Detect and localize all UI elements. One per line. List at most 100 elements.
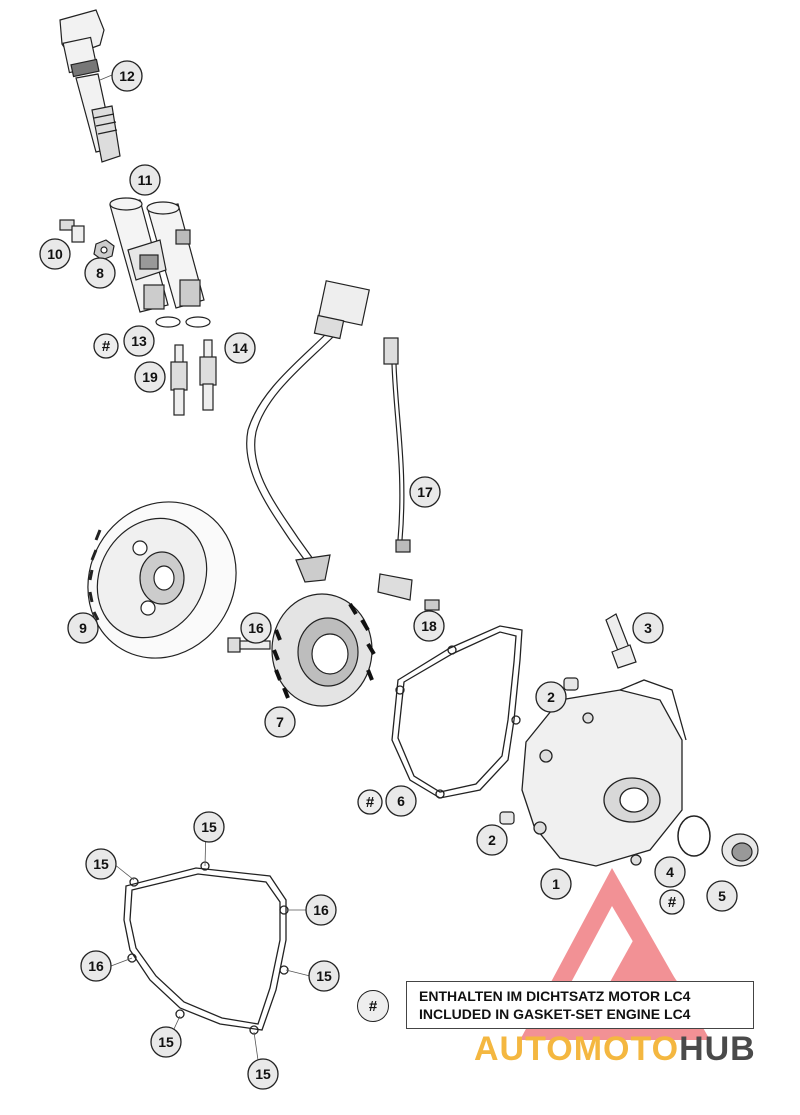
callout-17: 17 bbox=[409, 476, 441, 508]
callout-circle bbox=[632, 612, 664, 644]
callout-label: 13 bbox=[131, 333, 147, 349]
callout-circle bbox=[385, 785, 417, 817]
tab-3-drawing bbox=[605, 613, 637, 669]
callout-label: 5 bbox=[718, 888, 726, 904]
callout-circle bbox=[240, 612, 272, 644]
callout-circle bbox=[654, 856, 686, 888]
callout-circle bbox=[193, 811, 225, 843]
callout-label: 2 bbox=[547, 689, 555, 705]
callout-3: 3 bbox=[632, 612, 664, 644]
callout-circle bbox=[264, 706, 296, 738]
callout-circle bbox=[39, 238, 71, 270]
callout-circle bbox=[476, 824, 508, 856]
sensor-cable-drawing bbox=[377, 337, 440, 611]
hash-marker-label: # bbox=[102, 338, 111, 355]
hash-marker-circle bbox=[93, 333, 119, 359]
callout-label: 19 bbox=[142, 369, 158, 385]
callout-label: 9 bbox=[79, 620, 87, 636]
callout-circle bbox=[305, 894, 337, 926]
callout-16: 16 bbox=[305, 894, 337, 926]
callout-label: 6 bbox=[397, 793, 405, 809]
callout-9: 9 bbox=[67, 612, 99, 644]
dowel-pins-drawing bbox=[499, 677, 579, 825]
callout-label: 11 bbox=[138, 172, 153, 188]
callout-15: 15 bbox=[85, 848, 117, 880]
callout-2: 2 bbox=[535, 681, 567, 713]
hash-layer: # # # bbox=[93, 333, 685, 915]
plug-5-drawing bbox=[721, 833, 759, 867]
callout-5: 5 bbox=[706, 880, 738, 912]
callout-label: 16 bbox=[88, 958, 104, 974]
callout-4: 4 bbox=[654, 856, 686, 888]
watermark-text: AUTOMOTOHUB bbox=[474, 1030, 756, 1069]
callout-circle bbox=[535, 681, 567, 713]
hash-marker-label: # bbox=[668, 894, 677, 911]
callout-label: 10 bbox=[47, 246, 63, 262]
callout-circle bbox=[123, 325, 155, 357]
callout-label: 15 bbox=[93, 856, 109, 872]
callout-label: 14 bbox=[232, 340, 248, 356]
hash-marker: # bbox=[659, 889, 685, 915]
spark-plugs-drawing bbox=[170, 339, 217, 416]
stator-drawing bbox=[271, 593, 376, 707]
callout-circle bbox=[224, 332, 256, 364]
ignition-coil-drawing bbox=[59, 9, 121, 163]
callout-circle bbox=[409, 476, 441, 508]
bolt-10-drawing bbox=[59, 219, 85, 243]
callout-19: 19 bbox=[134, 361, 166, 393]
watermark-text-part1: AUTOMOTO bbox=[474, 1030, 680, 1068]
callout-13: 13 bbox=[123, 325, 155, 357]
callout-circle bbox=[134, 361, 166, 393]
legend-box: ENTHALTEN IM DICHTSATZ MOTOR LC4 INCLUDE… bbox=[406, 981, 754, 1029]
callout-label: 15 bbox=[255, 1066, 271, 1082]
callout-7: 7 bbox=[264, 706, 296, 738]
callout-15: 15 bbox=[193, 811, 225, 843]
callout-circle bbox=[247, 1058, 279, 1090]
callout-12: 12 bbox=[111, 60, 143, 92]
callout-10: 10 bbox=[39, 238, 71, 270]
callout-15: 15 bbox=[247, 1058, 279, 1090]
callout-circle bbox=[150, 1026, 182, 1058]
callout-label: 15 bbox=[158, 1034, 174, 1050]
flywheel-drawing bbox=[87, 501, 237, 659]
callout-circle bbox=[413, 610, 445, 642]
callout-label: 12 bbox=[119, 68, 135, 84]
callout-14: 14 bbox=[224, 332, 256, 364]
callout-label: 2 bbox=[488, 832, 496, 848]
callout-label: 15 bbox=[316, 968, 332, 984]
hash-marker-circle bbox=[357, 789, 383, 815]
cover-gasket-drawing bbox=[123, 861, 289, 1035]
callout-circle bbox=[80, 950, 112, 982]
gasket-6-drawing bbox=[391, 625, 523, 799]
hash-marker-circle bbox=[659, 889, 685, 915]
legend-line-german: ENTHALTEN IM DICHTSATZ MOTOR LC4 bbox=[419, 988, 691, 1004]
callout-circle bbox=[706, 880, 738, 912]
callout-label: 3 bbox=[644, 620, 652, 636]
callout-6: 6 bbox=[385, 785, 417, 817]
callout-label: 4 bbox=[666, 864, 674, 880]
callout-circle bbox=[111, 60, 143, 92]
callout-label: 16 bbox=[248, 620, 264, 636]
hash-marker: # bbox=[93, 333, 119, 359]
callout-circle bbox=[85, 848, 117, 880]
callout-label: 15 bbox=[201, 819, 217, 835]
callout-15: 15 bbox=[308, 960, 340, 992]
callout-8: 8 bbox=[84, 257, 116, 289]
callout-16: 16 bbox=[80, 950, 112, 982]
callout-circle bbox=[129, 164, 161, 196]
callout-11: 11 bbox=[129, 164, 161, 196]
callout-circle bbox=[308, 960, 340, 992]
callout-label: 18 bbox=[421, 618, 437, 634]
legend-line-english: INCLUDED IN GASKET-SET ENGINE LC4 bbox=[419, 1006, 691, 1022]
callout-label: 1 bbox=[552, 876, 560, 892]
callout-1: 1 bbox=[540, 868, 572, 900]
o-ring-4-drawing bbox=[677, 815, 711, 857]
callout-18: 18 bbox=[413, 610, 445, 642]
coil-holder-drawing bbox=[109, 197, 205, 313]
o-rings-13-drawing bbox=[155, 316, 211, 328]
hash-marker-label: # bbox=[366, 794, 375, 811]
stator-wire-drawing bbox=[246, 280, 370, 583]
callout-label: 7 bbox=[276, 714, 284, 730]
callout-label: 17 bbox=[417, 484, 433, 500]
